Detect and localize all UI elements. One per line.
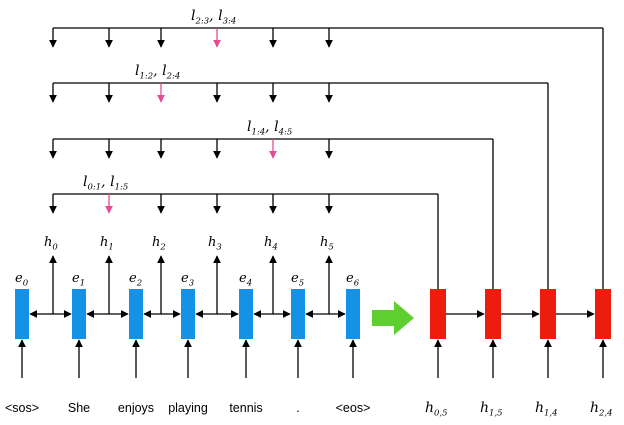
embedding-label: e1 [72, 271, 85, 289]
token-word: enjoys [118, 401, 154, 415]
decoder-box [430, 289, 446, 339]
token-word: <sos> [5, 401, 39, 415]
encoder-box [239, 289, 253, 339]
embedding-label: e5 [291, 271, 304, 289]
encoder-box [291, 289, 305, 339]
encoder-box [15, 289, 29, 339]
token-word: playing [168, 401, 208, 415]
node-boxes [15, 289, 611, 339]
decoder-box [595, 289, 611, 339]
decoder-box [540, 289, 556, 339]
encoder-box [129, 289, 143, 339]
hidden-state-label: h0 [44, 235, 58, 253]
embedding-label: e2 [129, 271, 142, 289]
span-input-label: h1,5 [480, 400, 503, 419]
transition-arrow [372, 301, 414, 335]
hidden-state-label: h1 [100, 235, 114, 253]
token-word: <eos> [336, 401, 371, 415]
embedding-label: e3 [181, 271, 194, 289]
split-label: l0:1, l1:5 [83, 174, 128, 193]
span-input-label: h1,4 [535, 400, 558, 419]
hidden-state-label: h3 [208, 235, 222, 253]
hidden-state-label: h5 [320, 235, 334, 253]
encoder-box [346, 289, 360, 339]
token-word: tennis [229, 401, 262, 415]
token-word: . [296, 401, 299, 415]
hidden-state-label: h4 [264, 235, 278, 253]
encoder-box [181, 289, 195, 339]
span-input-label: h0,5 [425, 400, 448, 419]
token-word: She [68, 401, 90, 415]
hidden-state-label: h2 [152, 235, 166, 253]
split-label: l1:4, l4:5 [247, 119, 292, 138]
connection-lines [18, 27, 607, 378]
embedding-label: e4 [239, 271, 252, 289]
split-label: l2:3, l3:4 [191, 8, 236, 27]
encoder-box [72, 289, 86, 339]
embedding-label: e0 [15, 271, 29, 289]
split-label: l1:2, l2:4 [135, 63, 180, 82]
embedding-label: e6 [346, 271, 360, 289]
span-input-label: h2,4 [590, 400, 613, 419]
decoder-box [485, 289, 501, 339]
